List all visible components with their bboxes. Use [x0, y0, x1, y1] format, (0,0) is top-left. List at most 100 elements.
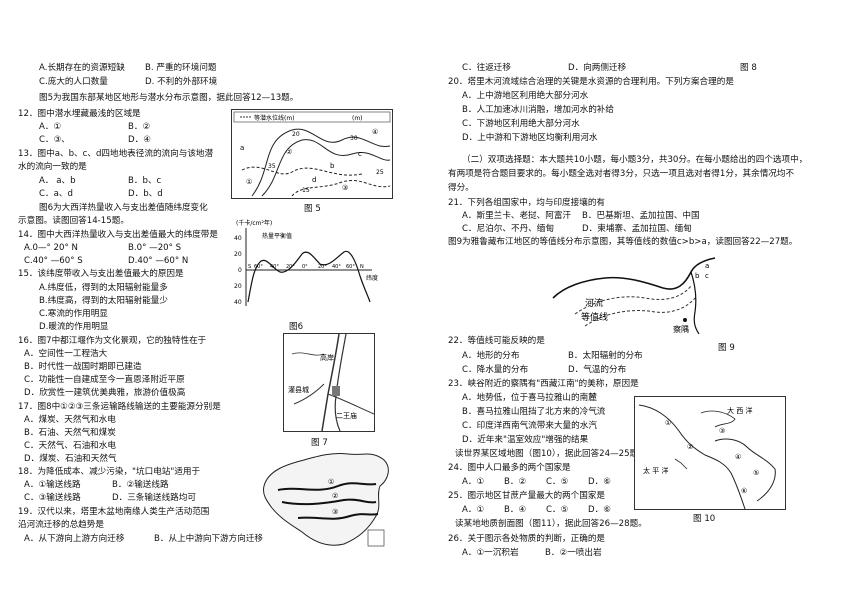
- fig6-xtick-9: N: [360, 264, 364, 270]
- fig10-label-4: ④: [735, 453, 741, 461]
- left-text-line: 18．为降低成本、减少污染，"坑口电站"适用于: [18, 467, 201, 477]
- fig6-xtick-2: 60°: [254, 264, 263, 270]
- left-text-line: A．空间性一工程浩大: [24, 349, 108, 359]
- right-text-line: B．巴基斯坦、孟加拉国、中国: [582, 211, 700, 221]
- fig6-ytick-4: 20: [234, 283, 242, 290]
- fig7-label-2: 灌县城: [288, 385, 309, 394]
- right-text-line: A．①: [462, 477, 485, 487]
- fig5-label-b: b: [330, 162, 335, 170]
- right-text-line: D．近年来"温室效应"增强的结果: [462, 435, 589, 445]
- right-text-line: C．⑤: [546, 505, 569, 515]
- fig6-title: 热量平衡值: [262, 232, 292, 240]
- fig7-label-1: 高岸: [320, 353, 334, 362]
- right-text-line: 读某地地质剖面图（图11），据此回答26—28题。: [455, 519, 647, 529]
- left-text-line: D．b、d: [128, 189, 163, 199]
- left-text-line: A．煤炭、天然气和水电: [24, 415, 116, 425]
- right-text-line: D．气温的分布: [568, 365, 627, 375]
- left-text-line: D.暖流的作用明显: [39, 322, 109, 332]
- right-text-line: D．上中游和下游地区均衡利用河水: [462, 133, 598, 143]
- fig10-label-2: ②: [687, 443, 693, 451]
- left-text-line: D.40° —60° N: [128, 256, 189, 266]
- left-text-line: A．从下游向上游方向迁移: [24, 534, 125, 544]
- fig6-xlabel: 纬度: [366, 274, 378, 282]
- left-text-line: 14．图中大西洋热量收入与支出差值最大的纬度带是: [18, 230, 218, 240]
- right-text-line: D．⑥: [588, 477, 611, 487]
- left-text-line: 15．该纬度带收入与支出差值最大的原因是: [18, 269, 184, 279]
- left-text-line: B．从上中游向下游方向迁移: [154, 534, 264, 544]
- fig6-ytick-2: 20: [234, 251, 242, 258]
- figure-5-contour-map: 等潜水位线(m) (m) a b c d ① ② ③ ④ 20 35 30 25…: [231, 109, 393, 199]
- figure-8-map: ① ② ③: [258, 446, 398, 551]
- right-text-line: 图 8: [740, 63, 757, 73]
- right-text-line: B．④: [504, 505, 527, 515]
- fig6-xtick-8: 60°: [346, 264, 355, 270]
- left-text-line: B．石油、天然气和煤炭: [24, 428, 116, 438]
- right-text-line: C．降水量的分布: [462, 365, 529, 375]
- fig5-value-1: 20: [292, 131, 300, 138]
- fig6-ytick-5: 40: [234, 299, 242, 306]
- fig5-unit: (m): [352, 115, 363, 122]
- right-text-line: A．地形的分布: [462, 351, 520, 361]
- fig6-xtick-7: 40°: [332, 264, 341, 270]
- left-text-line: B．b、c: [128, 176, 162, 186]
- right-text-line: A．地势低，位于喜马拉雅山的南麓: [462, 393, 597, 403]
- right-text-line: 得分。: [448, 183, 474, 193]
- right-text-line: 有两项是符合题目要求的。每小题全选对者得3分，只选一项且选对者得1分，其余情况均…: [448, 169, 795, 179]
- left-text-line: 沿河流迁移的总趋势是: [18, 520, 104, 530]
- left-text-line: C．a、d: [39, 189, 73, 199]
- left-text-line: C.寒流的作用明显: [39, 309, 108, 319]
- right-text-line: 21．下列各组国家中，均与印度接壤的有: [448, 198, 606, 208]
- fig9-b-label: b: [695, 272, 700, 280]
- fig6-xtick-4: 20°: [286, 264, 295, 270]
- right-text-line: C．印度洋西南气流带来大量的水汽: [462, 421, 597, 431]
- fig5-label-a: a: [240, 144, 244, 152]
- fig6-ytick-3: 0: [238, 267, 242, 274]
- fig5-label-c: c: [358, 150, 362, 158]
- left-text-line: 13．图中a、b、c、d四地地表径流的流向与该地潜: [18, 149, 214, 159]
- right-text-line: A．①: [462, 505, 485, 515]
- right-text-line: C．下游地区利用绝大部分河水: [462, 119, 580, 129]
- left-text-line: 图6为大西洋热量收入与支出差值随纬度变化: [39, 203, 208, 213]
- left-text-line: C．③输送线路: [24, 493, 81, 503]
- left-text-line: B. 严重的环境问题: [145, 63, 217, 73]
- fig10-label-5: ⑤: [753, 469, 759, 477]
- right-text-line: A．①一沉积岩: [462, 548, 519, 558]
- right-text-line: B．喜马拉雅山阻挡了北方来的冷气流: [462, 407, 606, 417]
- right-text-line: B．太阳辐射的分布: [568, 351, 643, 361]
- fig5-value-5: 15: [302, 187, 310, 194]
- right-text-line: （二）双项选择题：本大题共10小题，每小题3分，共30分。在每小题给出的四个选项…: [462, 155, 808, 165]
- fig8-label-2: ②: [332, 492, 338, 500]
- left-text-line: 水的流向一致的是: [18, 162, 87, 172]
- left-text-line: B．时代性一战国时期即已建造: [24, 362, 142, 372]
- left-text-line: D．三条输送线路均可: [112, 493, 196, 503]
- figure-10-map: 大 西 洋 太 平 洋 ① ② ③ ④ ⑤ ⑥: [634, 396, 786, 510]
- fig5-label-1: ①: [246, 178, 252, 186]
- figure-9-caption: 图 9: [718, 343, 735, 353]
- fig10-label-1: ①: [665, 419, 671, 427]
- right-text-line: D．⑥: [588, 505, 611, 515]
- figure-7-caption: 图 7: [311, 438, 328, 448]
- right-text-line: B．人工加速冰川消融，增加河水的补给: [462, 105, 614, 115]
- right-text-line: B．②: [504, 477, 527, 487]
- fig6-xtick-3: 40°: [270, 264, 279, 270]
- figure-9-map: 河流 等值线 察隅 a b c: [545, 254, 720, 335]
- right-text-line: 20．塔里木河流域综合治理的关键是水资源的合理利用。下列方案合理的是: [448, 77, 734, 87]
- left-text-line: B.0° —20° S: [128, 243, 182, 253]
- left-text-line: A． a、b: [39, 176, 76, 186]
- fig10-label-6: ⑥: [741, 487, 747, 495]
- fig5-value-2: 35: [268, 163, 276, 170]
- left-text-line: C.40° —60° S: [24, 256, 83, 266]
- fig5-value-3: 30: [350, 135, 358, 142]
- left-text-line: 图5为我国东部某地区地形与潜水分布示意图，据此回答12—13题。: [39, 93, 299, 103]
- right-text-line: C．⑤: [546, 477, 569, 487]
- fig7-label-3: 二王庙: [336, 411, 357, 420]
- fig6-xtick-5: 0°: [302, 264, 308, 270]
- left-text-line: 12．图中潜水埋藏最浅的区域是: [18, 109, 141, 119]
- figure-6-chart: (千卡/cm²年) 40 20 0 20 40 热量平衡值 S 60° 40° …: [232, 218, 382, 313]
- figure-7-map: 高岸 灌县城 二王庙: [283, 333, 375, 432]
- right-text-line: A．斯里兰卡、老挝、阿富汗: [462, 211, 572, 221]
- right-text-line: C．尼泊尔、不丹、缅甸: [462, 224, 554, 234]
- right-text-line: 读世界某区域地图（图10），据此回答24—25题。: [455, 449, 647, 459]
- fig5-legend: 等潜水位线(m): [254, 114, 295, 122]
- left-text-line: A．①: [39, 122, 62, 132]
